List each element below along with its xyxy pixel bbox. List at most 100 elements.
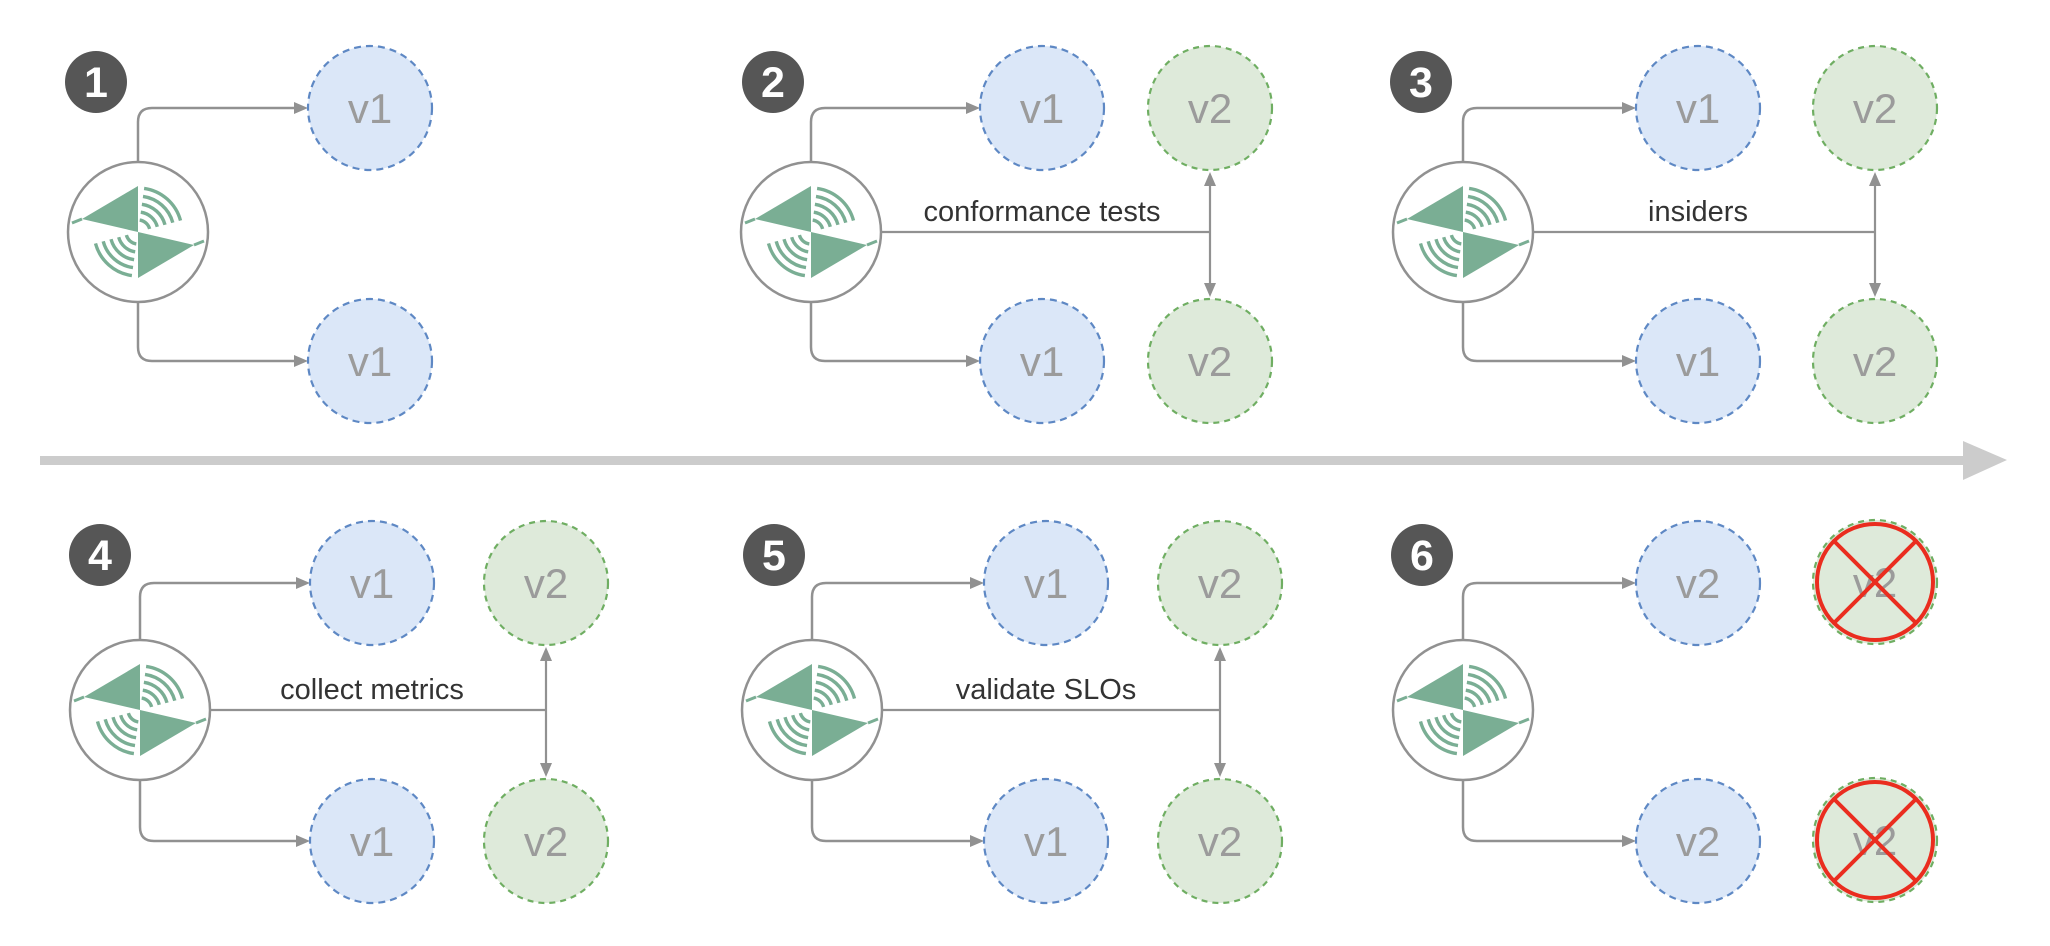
timeline-arrow [40, 441, 2007, 480]
badge-circle [1390, 51, 1452, 113]
node-circle-green [1146, 297, 1274, 425]
step-number: 2 [761, 59, 785, 107]
node-version-label: v2 [1188, 85, 1232, 132]
cluster-node: v2 [1146, 297, 1274, 425]
step-number: 3 [1409, 59, 1433, 107]
step-4: 4 collect metrics v1 v2 v1 v2 [69, 519, 610, 905]
step-number: 5 [762, 532, 786, 580]
arrow-to-bottom-node [1461, 302, 1636, 367]
arrow-to-top-node [1461, 577, 1636, 640]
step-activity-label: conformance tests [924, 196, 1161, 228]
cluster-node: v1 [306, 297, 434, 425]
node-circle-blue [306, 44, 434, 172]
decommissioned-node: v2 [1811, 518, 1939, 646]
arrow-to-top-node [1461, 102, 1636, 162]
node-version-label: v2 [1198, 560, 1242, 607]
node-version-label: v1 [348, 338, 392, 385]
node-circle-green [1811, 297, 1939, 425]
node-circle-blue [1634, 777, 1762, 905]
cluster-node: v1 [982, 777, 1110, 905]
step-activity-label: collect metrics [280, 674, 464, 706]
node-circle-blue [982, 777, 1110, 905]
crossed-out-icon [1815, 522, 1935, 642]
step-activity-label: insiders [1648, 196, 1748, 228]
node-version-label: v1 [350, 818, 394, 865]
cluster-node: v1 [1634, 297, 1762, 425]
cluster-node: v1 [308, 777, 436, 905]
node-version-label: v1 [1020, 338, 1064, 385]
traffic-router-icon [70, 640, 210, 780]
crossed-out-icon [1815, 780, 1935, 900]
node-circle-blue [308, 777, 436, 905]
step-activity-label: validate SLOs [956, 674, 1137, 706]
node-version-label: v1 [1020, 85, 1064, 132]
cluster-node: v1 [308, 519, 436, 647]
arrow-to-bottom-node [810, 780, 984, 847]
badge-circle [69, 524, 131, 586]
badge-circle [743, 524, 805, 586]
node-version-label: v1 [350, 560, 394, 607]
node-circle-blue [1634, 44, 1762, 172]
traffic-router-icon [1393, 640, 1533, 780]
step-number: 1 [84, 59, 108, 107]
node-circle-blue [982, 519, 1110, 647]
node-circle-blue [978, 44, 1106, 172]
node-circle-blue [978, 297, 1106, 425]
step-5: 5 validate SLOs v1 v2 v1 v2 [742, 519, 1284, 905]
cluster-node: v1 [978, 44, 1106, 172]
cluster-node: v1 [306, 44, 434, 172]
cluster-node: v2 [1156, 777, 1284, 905]
node-version-label: v2 [1198, 818, 1242, 865]
arrow-to-bottom-node [1461, 780, 1636, 847]
node-version-label: v2 [1188, 338, 1232, 385]
cluster-node: v2 [482, 519, 610, 647]
arrow-to-top-node [809, 102, 980, 162]
step-number-badge: 5 [743, 524, 805, 586]
badge-circle [1391, 524, 1453, 586]
step-number-badge: 6 [1391, 524, 1453, 586]
cluster-node: v1 [982, 519, 1110, 647]
node-circle-green [482, 777, 610, 905]
cluster-node: v2 [1811, 44, 1939, 172]
arrow-to-bottom-node [136, 302, 308, 367]
cluster-node: v2 [1811, 297, 1939, 425]
node-version-label: v2 [1853, 85, 1897, 132]
step-number: 6 [1410, 532, 1434, 580]
traffic-router-icon [741, 162, 881, 302]
node-version-label: v1 [1676, 85, 1720, 132]
step-number-badge: 3 [1390, 51, 1452, 113]
badge-circle [65, 51, 127, 113]
cluster-node: v2 [1156, 519, 1284, 647]
step-2: 2 conformance tests v1 v2 v1 v2 [741, 44, 1274, 425]
step-number-badge: 1 [65, 51, 127, 113]
step-3: 3 insiders v1 v2 v1 v2 [1390, 44, 1939, 425]
traffic-router-icon [68, 162, 208, 302]
node-circle-blue [1634, 297, 1762, 425]
right-arrow-icon [1963, 441, 2007, 480]
arrow-to-bottom-node [809, 302, 980, 367]
step-1: 1 v1 v1 [65, 44, 434, 425]
node-version-label: v2 [524, 560, 568, 607]
arrow-to-top-node [136, 102, 308, 162]
step-number-badge: 2 [742, 51, 804, 113]
node-version-label: v2 [1676, 560, 1720, 607]
node-version-label: v2 [524, 818, 568, 865]
node-version-label: v1 [1676, 338, 1720, 385]
decommissioned-node: v2 [1811, 776, 1939, 904]
node-version-label: v2 [1676, 818, 1720, 865]
step-number-badge: 4 [69, 524, 131, 586]
node-circle-blue [306, 297, 434, 425]
node-version-label: v1 [1024, 560, 1068, 607]
node-version-label: v2 [1853, 338, 1897, 385]
node-circle-green [1156, 777, 1284, 905]
node-circle-blue [1634, 519, 1762, 647]
traffic-router-icon [742, 640, 882, 780]
cluster-node: v2 [1146, 44, 1274, 172]
node-circle-green [1146, 44, 1274, 172]
node-version-label: v1 [1024, 818, 1068, 865]
badge-circle [742, 51, 804, 113]
cluster-node: v2 [482, 777, 610, 905]
cluster-node: v1 [1634, 44, 1762, 172]
